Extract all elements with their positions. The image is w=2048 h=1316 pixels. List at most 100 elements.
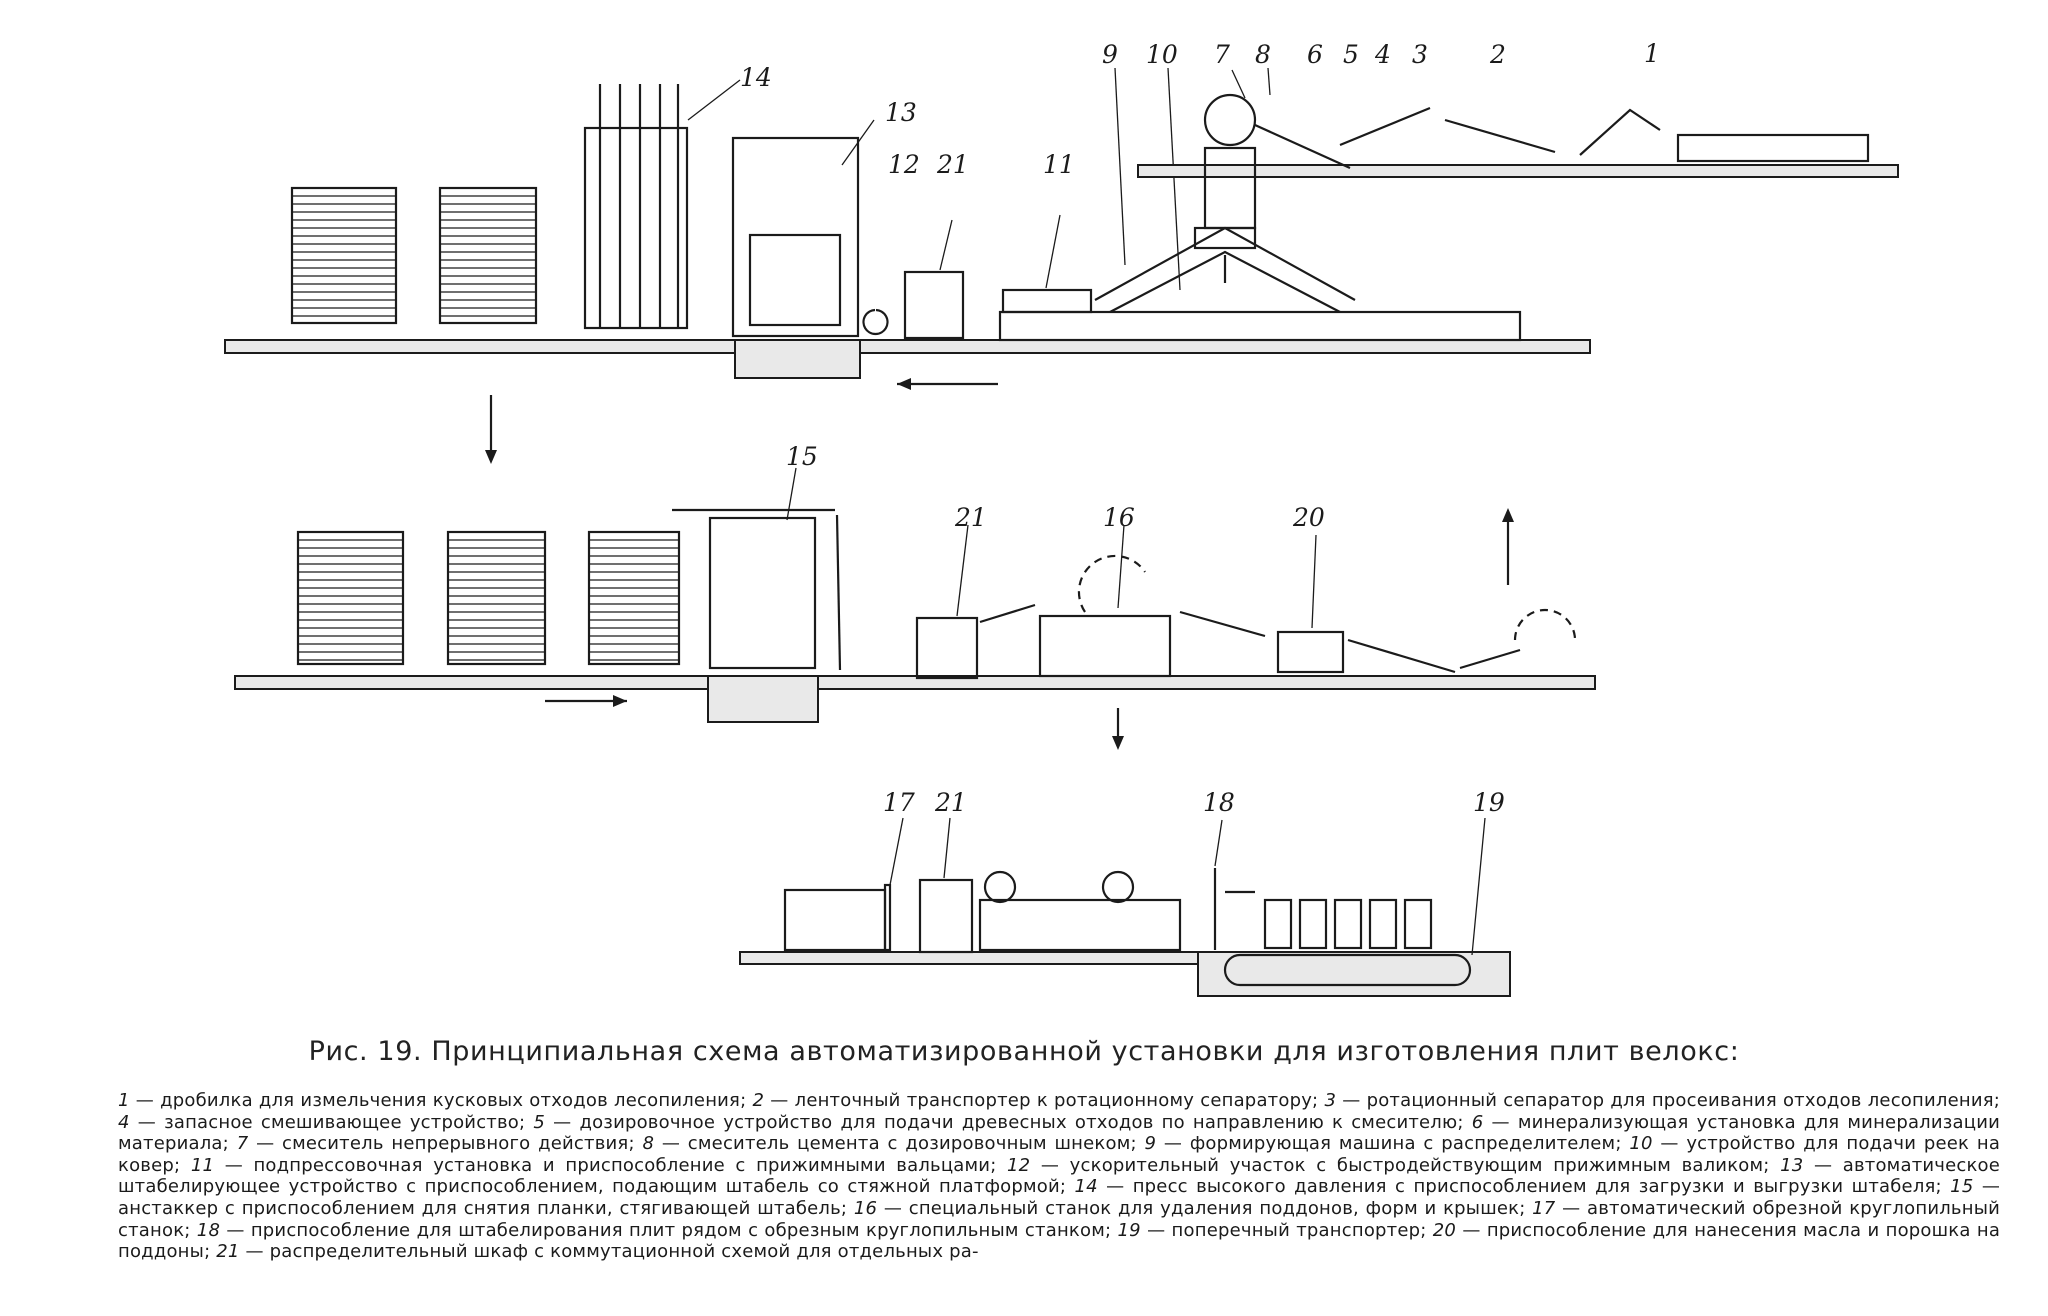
legend-text: ленточный транспортер к ротационному сеп… xyxy=(794,1090,1319,1111)
legend-text: дробилка для измельчения кусковых отходо… xyxy=(160,1090,747,1111)
forming-machine-9-10 xyxy=(998,67,1522,342)
legend-entry: 1 — дробилка для измельчения кусковых от… xyxy=(118,1090,747,1111)
label-5: 5 xyxy=(1343,40,1359,69)
stacking-device-18 xyxy=(1213,819,1255,950)
legend-entry: 11 — подпрессовочная установка и приспос… xyxy=(190,1154,997,1176)
legend-entry: 3 — ротационный сепаратор для просеивани… xyxy=(1324,1090,2000,1111)
legend-number: 11 xyxy=(190,1154,215,1176)
legend-entry: 6 — минерализующая установка для минерал… xyxy=(118,1111,2000,1155)
press-frame-14 xyxy=(583,79,741,330)
legend-entry: 19 — поперечный транспортер; xyxy=(1117,1219,1427,1241)
legend-text: анстаккер с приспособлением для снятия п… xyxy=(118,1197,848,1219)
legend-text: смеситель непрерывного действия; xyxy=(282,1133,635,1155)
legend-number: 20 xyxy=(1432,1219,1457,1241)
saw-rollers xyxy=(978,870,1182,952)
label-12: 12 xyxy=(888,150,920,179)
callout-numbers: 1 2 3 4 5 6 7 8 9 10 11 12 13 14 15 16 1… xyxy=(740,39,1660,817)
legend-text: поперечный транспортер; xyxy=(1171,1219,1427,1241)
stack-a-upper xyxy=(290,186,398,325)
legend-number: 4 xyxy=(118,1111,130,1133)
legend-entry: 17 — автоматический обрезной круглопильн… xyxy=(118,1197,2000,1241)
legend-entry: 7 — смеситель непрерывного действия; xyxy=(236,1133,635,1155)
stack-b-upper xyxy=(438,186,538,325)
legend-number: 3 xyxy=(1324,1090,1337,1111)
label-20: 20 xyxy=(1292,503,1325,532)
legend-entry: 4 — запасное смешивающее устройство; xyxy=(118,1111,526,1133)
stack-c-middle xyxy=(587,530,681,666)
legend-text: ротационный сепаратор для просеивания от… xyxy=(1366,1090,2000,1111)
flow-arrow-upper-left xyxy=(897,378,998,390)
legend-number: 15 xyxy=(1950,1176,1974,1198)
legend-text: ускорительный участок с быстродействующи… xyxy=(1069,1154,1770,1176)
legend-number: 16 xyxy=(853,1197,878,1219)
label-7: 7 xyxy=(1214,40,1230,69)
legend-entry: 2 — ленточный транспортер к ротационному… xyxy=(752,1090,1319,1111)
label-15: 15 xyxy=(786,442,818,471)
legend-entry: 15 — анстаккер с приспособлением для сня… xyxy=(118,1176,2000,1219)
legend-number: 6 xyxy=(1471,1111,1484,1133)
upper-floor xyxy=(224,339,1591,354)
transfer-arrow-down-2 xyxy=(1112,708,1124,750)
label-16: 16 xyxy=(1103,503,1135,532)
middle-floor-pit xyxy=(707,675,819,723)
legend-text: автоматическое штабелирующее устройство … xyxy=(118,1154,2000,1198)
cross-conveyor-19 xyxy=(1223,817,1486,987)
label-14: 14 xyxy=(740,63,772,92)
legend-text: приспособление для нанесения масла и пор… xyxy=(118,1219,2000,1263)
prepress-11 xyxy=(1001,214,1093,314)
label-2: 2 xyxy=(1489,40,1506,69)
remover-16-and-conveyors xyxy=(979,524,1577,678)
legend-number: 12 xyxy=(1007,1154,1031,1176)
upper-row xyxy=(224,67,1899,464)
legend-entry: 10 — устройство для подачи реек на ковер… xyxy=(118,1133,2000,1176)
legend-number: 17 xyxy=(1532,1197,1556,1219)
legend-number: 9 xyxy=(1144,1133,1157,1155)
legend-entry: 8 — смеситель цемента с дозировочным шне… xyxy=(642,1133,1137,1155)
legend-entry: 5 — дозировочное устройство для подачи д… xyxy=(533,1111,1464,1133)
label-21-upper: 21 xyxy=(936,150,969,179)
legend-entry: 16 — специальный станок для удаления под… xyxy=(853,1197,1526,1219)
legend-number: 2 xyxy=(752,1090,765,1111)
schematic-diagram: 1 2 3 4 5 6 7 8 9 10 11 12 13 14 15 16 1… xyxy=(224,39,1899,997)
legend-text: смеситель цемента с дозировочным шнеком; xyxy=(687,1133,1137,1155)
label-4: 4 xyxy=(1374,40,1391,69)
label-18: 18 xyxy=(1203,788,1235,817)
label-21-middle: 21 xyxy=(954,503,987,532)
upper-floor-pit xyxy=(734,339,861,379)
legend-text: устройство для подачи реек на ковер; xyxy=(118,1133,2000,1176)
legend-text: распределительный шкаф с коммутационной … xyxy=(269,1241,979,1263)
legend-text: приспособление для штабелирования плит р… xyxy=(250,1219,1112,1241)
figure-caption: Рис. 19. Принципиальная схема автоматизи… xyxy=(308,1036,1740,1067)
transfer-arrow-down-1 xyxy=(485,395,497,464)
legend-number: 19 xyxy=(1117,1219,1141,1241)
figure-legend: 1 — дробилка для измельчения кусковых от… xyxy=(118,1090,2000,1316)
legend-entry: 12 — ускорительный участок с быстродейст… xyxy=(1007,1154,1770,1176)
label-8: 8 xyxy=(1255,40,1271,69)
middle-row xyxy=(234,467,1596,750)
legend-number: 18 xyxy=(196,1219,221,1241)
legend-entry: 21 — распределительный шкаф с коммутацио… xyxy=(216,1241,979,1263)
legend-number: 13 xyxy=(1780,1154,1804,1176)
stack-a-middle xyxy=(296,530,405,666)
trimming-saw-17 xyxy=(783,817,904,952)
lower-row xyxy=(739,817,1511,997)
legend-number: 14 xyxy=(1074,1176,1098,1198)
legend-text: специальный станок для удаления поддонов… xyxy=(908,1197,1526,1219)
label-1: 1 xyxy=(1644,39,1660,68)
legend-entry: 14 — пресс высокого давления с приспособ… xyxy=(1074,1176,1942,1198)
legend-number: 8 xyxy=(642,1133,655,1155)
cabinet-21-middle xyxy=(915,524,979,680)
legend-text: минерализующая установка для минерализац… xyxy=(118,1111,2000,1155)
stacker-13 xyxy=(731,119,875,338)
unstacker-15 xyxy=(672,467,842,671)
cabinet-21-upper xyxy=(862,219,965,340)
flow-arrow-up-right xyxy=(1502,508,1514,585)
legend-text: формирующая машина с распределителем; xyxy=(1189,1133,1622,1155)
legend-number: 10 xyxy=(1629,1133,1653,1155)
label-13: 13 xyxy=(885,98,917,127)
legend-text: автоматический обрезной круглопильный ст… xyxy=(118,1197,2000,1241)
legend-number: 7 xyxy=(236,1133,249,1155)
legend-entry: 20 — приспособление для нанесения масла … xyxy=(118,1219,2000,1263)
flow-arrow-middle-left xyxy=(545,695,627,707)
legend-entry: 18 — приспособление для штабелирования п… xyxy=(196,1219,1112,1241)
